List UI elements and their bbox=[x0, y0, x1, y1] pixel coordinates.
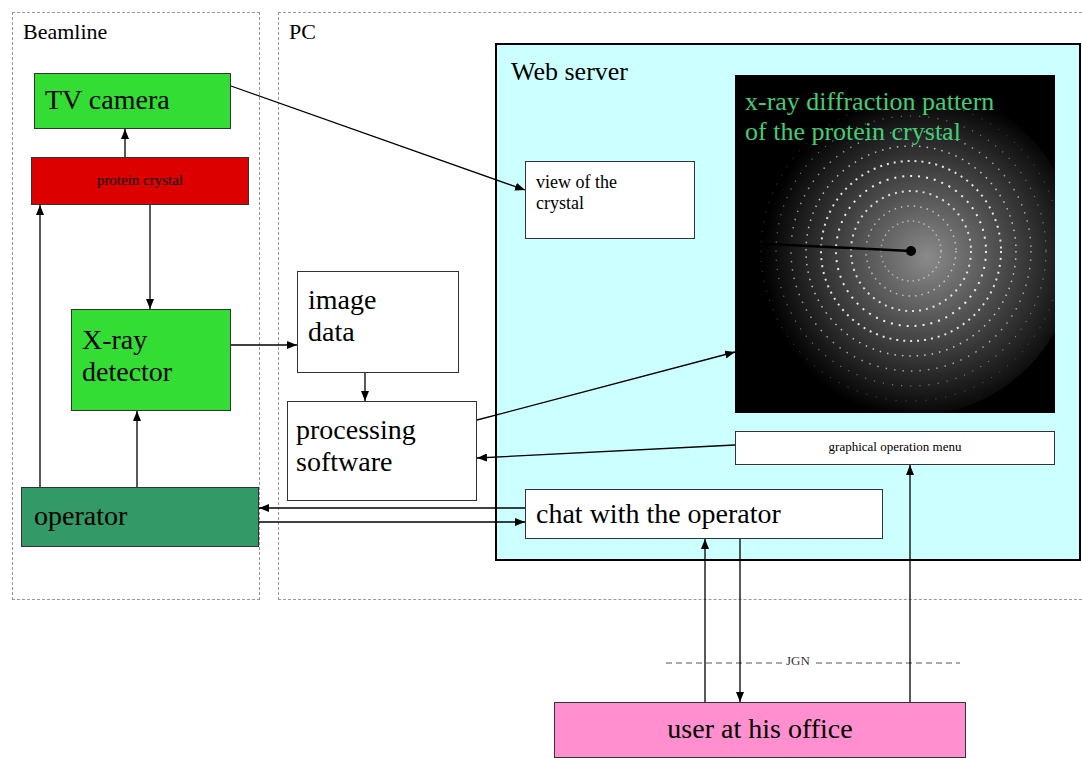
node-text: protein crystal bbox=[38, 172, 242, 189]
arrow-connector bbox=[739, 539, 740, 702]
arrow-connector bbox=[136, 411, 137, 487]
node-text: Beamline bbox=[23, 19, 249, 44]
user-box: user at his office bbox=[554, 702, 966, 758]
node-text: X-ray detector bbox=[82, 324, 202, 388]
web-server-panel: Web serverview of the crystal x-ray diff… bbox=[495, 43, 1081, 561]
arrow-connector bbox=[39, 205, 40, 487]
menu-box: graphical operation menu bbox=[735, 431, 1055, 465]
arrow-connector bbox=[704, 539, 705, 702]
arrow-connector bbox=[231, 344, 297, 345]
view-box: view of the crystal bbox=[525, 161, 695, 239]
node-text: PC bbox=[289, 19, 1072, 44]
software-box: processing software bbox=[287, 401, 477, 501]
network-label: JGN bbox=[782, 654, 814, 669]
node-text: graphical operation menu bbox=[740, 440, 1050, 455]
node-text: x-ray diffraction pattern of the protein… bbox=[745, 87, 1015, 147]
node-text: processing software bbox=[296, 414, 456, 478]
operator-box: operator bbox=[21, 487, 259, 547]
node-text: TV camera bbox=[45, 84, 220, 116]
node-text: operator bbox=[34, 500, 246, 532]
region-pc: PCWeb serverview of the crystal x-ray di… bbox=[278, 12, 1082, 600]
region-beamline: Beamline TV camera protein crystalX-ray de… bbox=[12, 12, 260, 600]
device-box: X-ray detector bbox=[71, 309, 231, 411]
arrow-connector bbox=[259, 507, 525, 508]
arrow-connector bbox=[231, 86, 525, 190]
node-text: view of the crystal bbox=[536, 172, 666, 213]
node-text: image data bbox=[308, 284, 388, 348]
diffraction-image: x-ray diffraction pattern of the protein… bbox=[735, 75, 1055, 413]
arrow-connector bbox=[124, 129, 125, 157]
node-text: chat with the operator bbox=[536, 498, 872, 530]
sample-box: protein crystal bbox=[31, 157, 249, 205]
arrow-connector bbox=[364, 373, 365, 401]
arrow-connector bbox=[259, 521, 525, 522]
arrow-connector bbox=[477, 352, 735, 420]
arrow-connector bbox=[909, 465, 910, 702]
data-box: image data bbox=[297, 271, 459, 373]
chat-box: chat with the operator bbox=[525, 489, 883, 539]
device-box: TV camera bbox=[34, 73, 231, 129]
arrow-connector bbox=[477, 445, 735, 458]
node-text: user at his office bbox=[565, 713, 955, 745]
arrow-connector bbox=[149, 205, 150, 309]
